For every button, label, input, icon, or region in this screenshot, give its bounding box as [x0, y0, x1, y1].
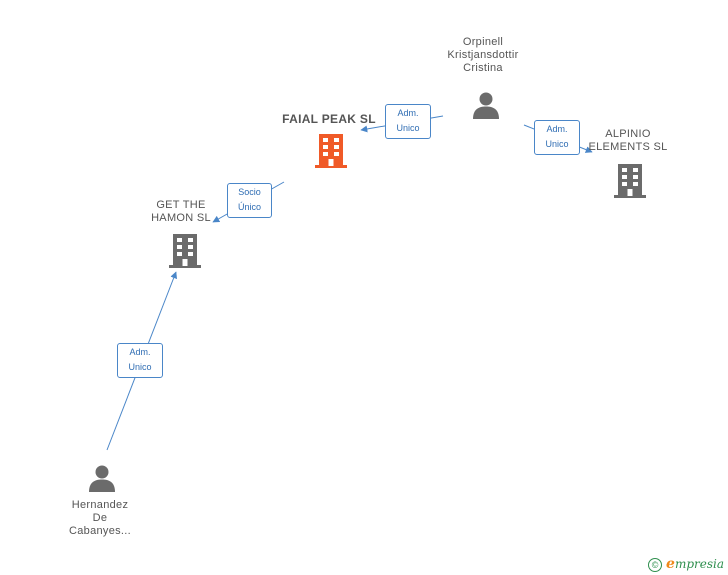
edge-label-line: Adm. [129, 347, 151, 357]
node-label-line: Cabanyes... [68, 525, 131, 537]
node-label-line: GET THE [156, 199, 206, 211]
edge-label-faial-getthe[interactable]: Socio Único [227, 183, 272, 218]
node-label-line: Cristina [463, 62, 503, 74]
node-label-line: ELEMENTS SL [588, 141, 668, 153]
brand-name: mpresia [674, 557, 724, 571]
brand-initial: e [666, 556, 675, 572]
node-label-line: Orpinell [462, 36, 504, 48]
person-icon[interactable] [87, 463, 117, 493]
edge-label-line: Adm. [397, 108, 419, 118]
building-icon[interactable] [613, 162, 647, 198]
node-label-line: Hernandez [71, 499, 129, 511]
person-icon[interactable] [471, 90, 501, 120]
node-label-orpinell[interactable]: Orpinell Kristjansdottir Cristina [423, 36, 543, 75]
building-icon[interactable] [168, 232, 202, 268]
building-icon-focus[interactable] [314, 132, 348, 168]
edge-label-orpinell-alpinio[interactable]: Adm. Unico [534, 120, 580, 155]
edge-label-hernandez-getthe[interactable]: Adm. Unico [117, 343, 163, 378]
node-label-hernandez[interactable]: Hernandez De Cabanyes... [44, 499, 156, 538]
node-label-alpinio[interactable]: ALPINIO ELEMENTS SL [573, 128, 683, 154]
node-label-line: FAIAL PEAK SL [282, 112, 376, 126]
node-label-line: ALPINIO [605, 128, 651, 140]
edge-label-line: Unico [396, 123, 420, 133]
node-label-line: HAMON SL [151, 212, 211, 224]
node-label-line: Kristjansdottir [447, 49, 519, 61]
edge-label-line: Unico [128, 362, 152, 372]
edge-label-line: Adm. [546, 124, 568, 134]
copyright-icon: © [648, 557, 663, 572]
node-label-faial[interactable]: FAIAL PEAK SL [266, 113, 392, 126]
edge-label-line: Único [237, 202, 261, 212]
node-label-getthe[interactable]: GET THE HAMON SL [126, 199, 236, 225]
edge-label-orpinell-faial[interactable]: Adm. Unico [385, 104, 431, 139]
node-label-line: De [92, 512, 108, 524]
brand-watermark: ©empresia [648, 556, 724, 572]
edge-label-line: Socio [238, 187, 261, 197]
edge-label-line: Unico [545, 139, 569, 149]
